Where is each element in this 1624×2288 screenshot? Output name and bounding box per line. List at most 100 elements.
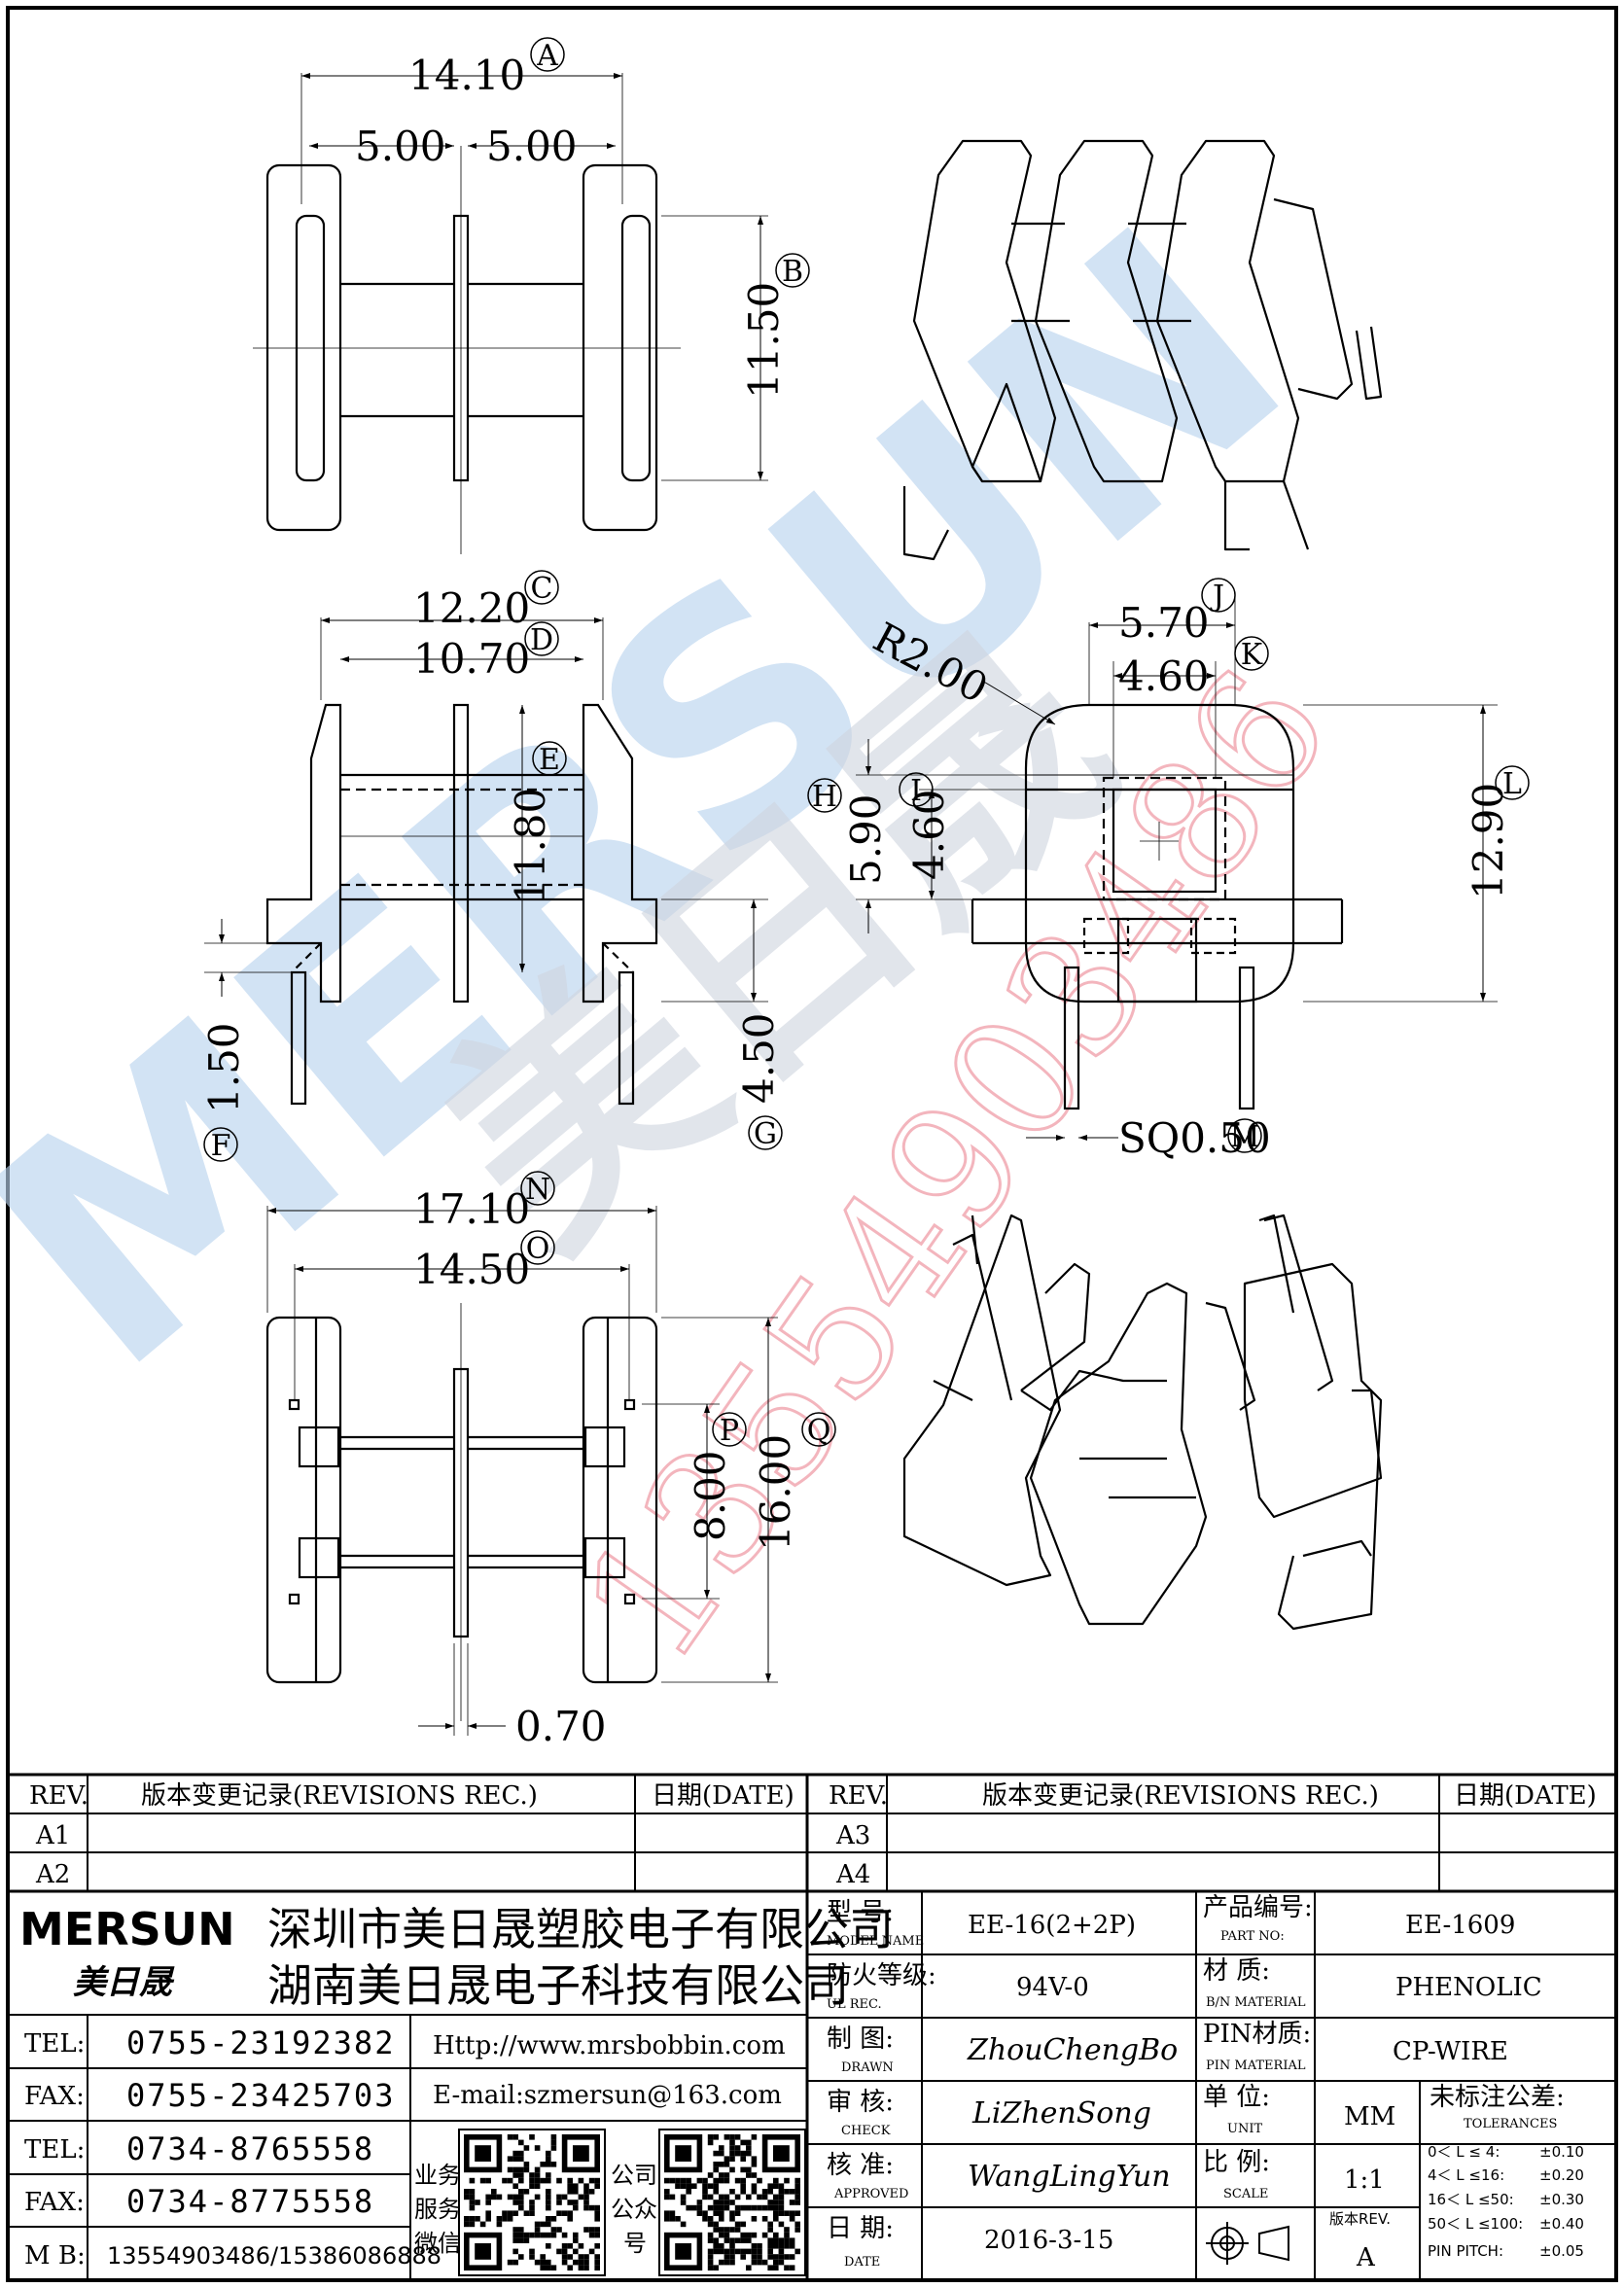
top-view [253, 73, 768, 554]
svg-text:REV.: REV. [829, 1781, 888, 1811]
svg-text:E: E [539, 743, 560, 777]
svg-text:版本变更记录(REVISIONS REC.): 版本变更记录(REVISIONS REC.) [982, 1781, 1379, 1811]
company-block: MERSUN 美日晟 深圳市美日晟塑胶电子有限公司 湖南美日晟电子科技有限公司 … [19, 1903, 894, 2270]
svg-text:审 核:: 审 核: [827, 2088, 894, 2117]
side-view [856, 593, 1498, 1141]
svg-text:±0.10: ±0.10 [1539, 2143, 1584, 2161]
svg-text:B/N MATERIAL: B/N MATERIAL [1206, 1995, 1306, 2010]
ul-value: 94V-0 [1016, 1973, 1089, 2002]
watermark: MERSUN 美日晟 13554903486 [0, 159, 1369, 1697]
svg-text:I: I [910, 774, 922, 808]
svg-text:16＜ L ≤50:: 16＜ L ≤50: [1428, 2191, 1514, 2208]
svg-text:REV.: REV. [29, 1781, 88, 1811]
dim-m: SQ0.50 [1118, 1114, 1271, 1162]
svg-text:业务: 业务 [414, 2162, 461, 2189]
svg-text:MODEL NAME: MODEL NAME [827, 1934, 924, 1949]
svg-text:微信: 微信 [414, 2230, 461, 2257]
date-value: 2016-3-15 [984, 2226, 1113, 2255]
dim-l: 12.90 [1465, 783, 1512, 899]
svg-text:A: A [536, 39, 558, 73]
sheet-border [6, 6, 1618, 2282]
svg-text:DRAWN: DRAWN [841, 2060, 894, 2075]
bottom-view [265, 1206, 778, 1736]
svg-text:号: 号 [623, 2230, 647, 2257]
svg-text:H: H [812, 780, 837, 814]
website: Http://www.mrsbobbin.com [433, 2031, 786, 2060]
svg-text:F: F [211, 1129, 231, 1163]
svg-text:Q: Q [807, 1414, 831, 1448]
svg-text:日 期:: 日 期: [827, 2214, 894, 2243]
svg-text:0＜ L ≤ 4:: 0＜ L ≤ 4: [1428, 2143, 1500, 2161]
svg-text:0734-8775558: 0734-8775558 [126, 2183, 374, 2220]
iso-view-bottom [902, 1214, 1383, 1631]
svg-text:PART NO:: PART NO: [1220, 1929, 1285, 1944]
svg-text:0755-23192382: 0755-23192382 [126, 2024, 395, 2061]
svg-text:0734-8765558: 0734-8765558 [126, 2130, 374, 2167]
dim-e: 11.80 [507, 788, 554, 904]
revision-table-left: REV. 版本变更记录(REVISIONS REC.) 日期(DATE) A1 … [29, 1781, 794, 1889]
svg-text:TOLERANCES: TOLERANCES [1464, 2117, 1557, 2131]
svg-text:FAX:: FAX: [24, 2082, 85, 2111]
dim-n: 17.10 [413, 1185, 530, 1233]
svg-text:SCALE: SCALE [1223, 2187, 1268, 2201]
side-view-labels: R2.00 5.70 J 4.60 K L 12.90 H 5.90 I 4.6… [807, 578, 1530, 1162]
svg-text:核 准:: 核 准: [827, 2151, 894, 2180]
svg-text:UL REC.: UL REC. [827, 1997, 882, 2012]
svg-text:日期(DATE): 日期(DATE) [1454, 1781, 1597, 1811]
svg-text:DATE: DATE [844, 2255, 880, 2270]
email: E-mail:szmersun@163.com [433, 2081, 782, 2110]
svg-text:公司: 公司 [611, 2162, 657, 2189]
svg-text:L: L [1502, 767, 1522, 801]
svg-text:版本变更记录(REVISIONS REC.): 版本变更记录(REVISIONS REC.) [141, 1781, 538, 1811]
dim-top-right: 5.00 [486, 123, 578, 170]
company-name-2: 湖南美日晟电子科技有限公司 [267, 1959, 849, 2012]
svg-text:A1: A1 [35, 1821, 70, 1850]
dim-j: 5.70 [1118, 599, 1210, 647]
svg-text:D: D [530, 623, 553, 657]
svg-text:比 例:: 比 例: [1203, 2148, 1270, 2177]
svg-text:TEL:: TEL: [24, 2029, 85, 2059]
svg-text:P: P [720, 1414, 739, 1448]
svg-text:M B:: M B: [24, 2241, 86, 2270]
material-value: PHENOLIC [1395, 1973, 1542, 2002]
svg-text:FAX:: FAX: [24, 2188, 85, 2217]
svg-text:O: O [526, 1232, 550, 1266]
svg-text:版本REV.: 版本REV. [1329, 2210, 1391, 2228]
svg-text:±0.20: ±0.20 [1539, 2166, 1584, 2184]
revision-table-right: REV. 版本变更记录(REVISIONS REC.) 日期(DATE) A3 … [829, 1781, 1597, 1889]
svg-text:N: N [525, 1173, 550, 1207]
approved-value: WangLingYun [968, 2160, 1171, 2194]
svg-text:K: K [1241, 638, 1263, 672]
qr-code-wechat [458, 2129, 606, 2276]
svg-text:±0.40: ±0.40 [1539, 2215, 1584, 2233]
svg-text:A3: A3 [835, 1821, 870, 1850]
bottom-view-labels: 17.10 N 14.50 O P 8.00 Q 16.00 0.70 [413, 1171, 836, 1750]
rev-value: A [1356, 2243, 1376, 2272]
dim-w: 0.70 [515, 1703, 607, 1750]
top-view-labels: 14.10 A 5.00 5.00 B 11.50 [355, 37, 810, 399]
svg-text:材 质:: 材 质: [1203, 1956, 1270, 1986]
dim-a: 14.10 [408, 52, 525, 99]
drawn-value: ZhouChengBo [967, 2033, 1178, 2067]
svg-text:PIN PITCH:: PIN PITCH: [1428, 2242, 1503, 2260]
spec-block: 型 号: MODEL NAME EE-16(2+2P) 防火等级: UL REC… [827, 1893, 1584, 2272]
svg-text:公众: 公众 [611, 2196, 657, 2223]
svg-text:B: B [782, 255, 803, 289]
company-name-1: 深圳市美日晟塑胶电子有限公司 [267, 1903, 894, 1955]
dim-p: 8.00 [687, 1450, 734, 1541]
svg-text:0755-23425703: 0755-23425703 [126, 2077, 395, 2114]
svg-text:防火等级:: 防火等级: [827, 1961, 936, 1990]
svg-text:制 图:: 制 图: [827, 2024, 894, 2054]
qr-code-official [658, 2129, 806, 2276]
dim-o: 14.50 [413, 1246, 530, 1293]
front-view [204, 617, 768, 1106]
svg-text:13554903486/15386086888: 13554903486/15386086888 [107, 2242, 441, 2270]
svg-text:TEL:: TEL: [24, 2135, 85, 2165]
dim-k: 4.60 [1118, 652, 1210, 700]
svg-text:CHECK: CHECK [841, 2124, 891, 2138]
svg-text:A4: A4 [835, 1860, 870, 1889]
svg-text:J: J [1210, 580, 1224, 614]
svg-text:PIN MATERIAL: PIN MATERIAL [1206, 2059, 1306, 2073]
dim-c: 12.20 [413, 584, 530, 632]
dim-i: 4.60 [905, 789, 953, 880]
